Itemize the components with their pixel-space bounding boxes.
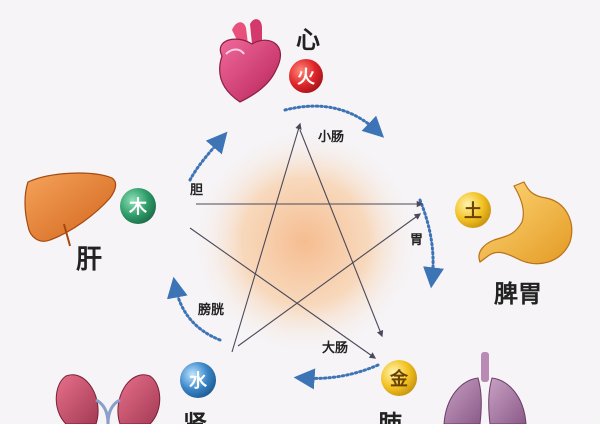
element-water-badge: 水	[180, 362, 216, 398]
element-water-label: 水	[189, 370, 208, 392]
organ-heart-label: 心	[296, 26, 320, 54]
element-wood-badge: 木	[120, 188, 156, 224]
kidney-illustration	[55, 374, 161, 424]
organ-spleen-stomach-label: 脾胃	[494, 280, 542, 308]
stomach-illustration	[478, 181, 573, 265]
lung-illustration	[443, 352, 527, 424]
bowel-large-intestine: 大肠	[322, 340, 348, 356]
organ-lung-label: 肺	[378, 410, 402, 424]
heart-illustration	[219, 19, 282, 103]
element-fire-badge: 火	[289, 59, 323, 93]
generating-cycle	[166, 104, 444, 390]
element-fire-label: 火	[297, 67, 316, 88]
element-metal-badge: 金	[381, 360, 417, 396]
organ-kidney-label: 肾	[183, 410, 207, 424]
bowel-stomach: 胃	[410, 233, 423, 248]
bowel-gallbladder: 胆	[190, 183, 203, 198]
bowel-small-intestine: 小肠	[318, 130, 344, 145]
cycle-arrow-wood-to-fire	[188, 131, 228, 182]
element-earth-badge: 土	[455, 192, 491, 228]
element-wood-label: 木	[128, 196, 148, 218]
controlling-star	[189, 122, 424, 359]
star-line-4	[299, 129, 384, 338]
element-metal-label: 金	[389, 368, 409, 390]
organ-liver-label: 肝	[76, 245, 102, 275]
liver-illustration	[24, 172, 117, 247]
star-line-1	[189, 227, 377, 359]
star-line-2	[237, 213, 422, 347]
star-line-5	[231, 122, 302, 353]
bowel-bladder: 膀胱	[197, 302, 224, 318]
cycle-arrow-earth-to-metal	[418, 198, 444, 289]
cycle-arrow-fire-to-earth	[283, 104, 385, 138]
cycle-arrow-water-to-wood	[166, 276, 222, 342]
cycle-arrow-metal-to-water	[293, 363, 380, 390]
element-earth-label: 土	[464, 201, 482, 222]
center-glow	[190, 127, 420, 357]
